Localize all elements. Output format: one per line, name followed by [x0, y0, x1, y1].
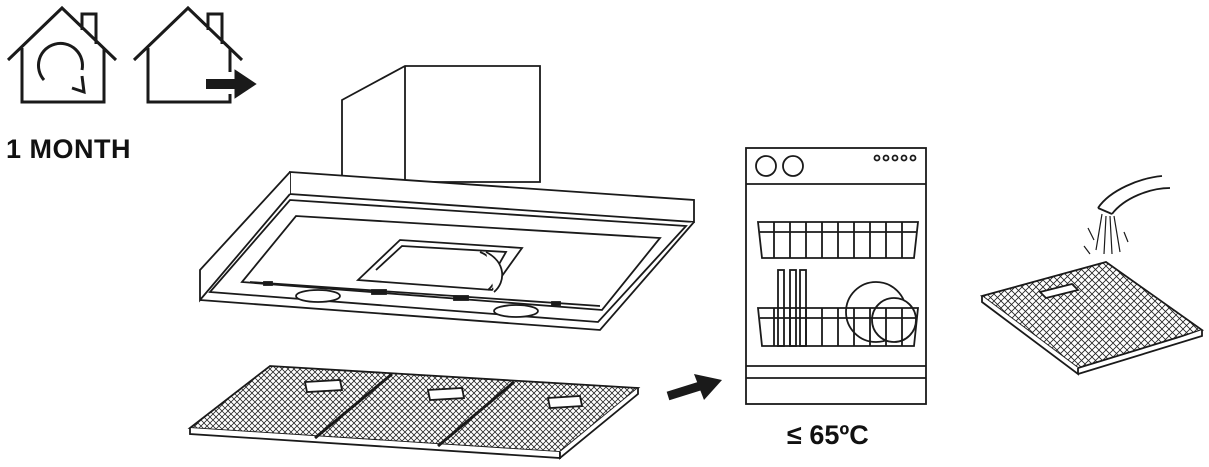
house-extraction-icon [132, 5, 257, 104]
right-arrow-icon [666, 374, 722, 401]
cleaning-interval-label: 1 MONTH [6, 134, 131, 164]
grease-filters [187, 365, 641, 460]
max-temperature-label: ≤ 65ºC [787, 420, 869, 450]
rinse-filter [979, 175, 1205, 376]
house-recirculation-icon [6, 5, 118, 104]
dishwasher [745, 147, 927, 405]
cooker-hood [199, 65, 695, 331]
